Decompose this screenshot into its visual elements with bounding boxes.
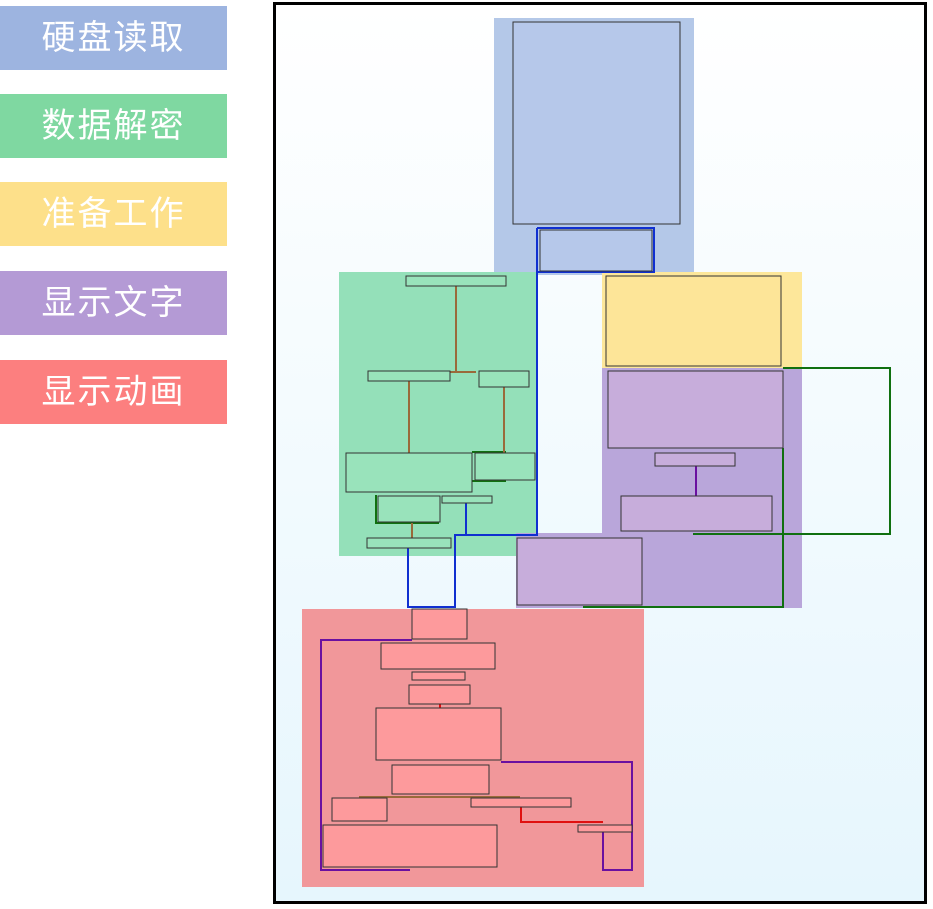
node-show-text xyxy=(620,495,773,532)
node-animation xyxy=(375,707,502,761)
node-disk-read-sub xyxy=(539,229,653,272)
node-show-text xyxy=(654,452,736,467)
node-animation xyxy=(577,824,633,833)
node-decrypt xyxy=(405,275,507,287)
node-animation xyxy=(411,608,468,640)
node-decrypt xyxy=(377,495,441,523)
legend-item-show-text: 显示文字 xyxy=(0,271,227,335)
edge xyxy=(375,495,439,524)
node-disk-read-main xyxy=(512,21,681,225)
node-decrypt xyxy=(474,452,536,481)
node-animation xyxy=(408,684,471,705)
edge xyxy=(320,639,412,871)
node-decrypt xyxy=(366,537,452,549)
node-animation xyxy=(380,642,496,670)
node-prepare xyxy=(605,275,782,367)
legend-item-show-animation: 显示动画 xyxy=(0,360,227,424)
edge xyxy=(455,286,476,373)
edge xyxy=(693,367,891,535)
node-decrypt xyxy=(345,452,473,493)
node-animation xyxy=(331,797,388,822)
legend-item-decrypt: 数据解密 xyxy=(0,94,227,158)
node-decrypt xyxy=(367,370,451,382)
edge xyxy=(407,228,538,608)
node-show-text xyxy=(516,537,643,606)
node-animation xyxy=(411,671,466,681)
legend-item-disk-read: 硬盘读取 xyxy=(0,6,227,70)
node-decrypt xyxy=(441,495,493,504)
edge xyxy=(583,448,784,608)
node-show-text xyxy=(607,370,784,449)
node-animation xyxy=(322,824,498,868)
node-animation xyxy=(470,797,572,808)
edge xyxy=(537,227,655,273)
node-animation xyxy=(391,764,490,795)
edge xyxy=(501,761,633,871)
node-decrypt xyxy=(478,370,530,388)
legend-item-prepare: 准备工作 xyxy=(0,182,227,246)
